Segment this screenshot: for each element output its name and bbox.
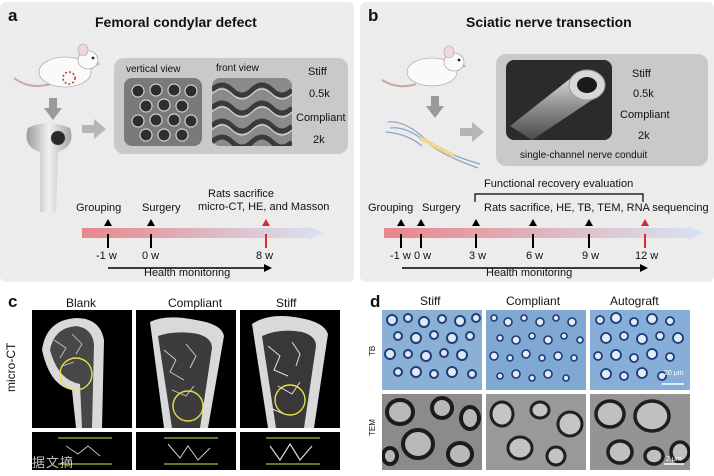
time-label: 9 w: [582, 250, 600, 262]
micro-ct-row-label: micro-CT: [4, 342, 18, 392]
panel-b-title: Sciatic nerve transection: [466, 14, 632, 30]
tb-autograft-image: [590, 310, 690, 390]
sacrifice-label: Rats sacrifice, HE, TB, TEM, RNA sequenc…: [484, 202, 709, 214]
grouping-label: Grouping: [368, 202, 414, 214]
panel-c-label: c: [8, 292, 18, 311]
front-view-image: [212, 78, 292, 146]
tem-autograft-image: [590, 394, 690, 470]
micro-ct-compliant-section: [136, 432, 236, 470]
column-blank: Blank: [66, 296, 97, 310]
compliant-value: 2k: [313, 134, 325, 146]
rat-illustration: [13, 43, 100, 88]
health-arrow: [108, 264, 272, 272]
watermark: 大数据文摘: [4, 455, 75, 470]
event-marker: [262, 219, 270, 226]
time-label: 0 w: [414, 250, 432, 262]
down-arrow-icon: [44, 98, 62, 120]
time-label: -1 w: [390, 250, 411, 262]
grouping-label: Grouping: [76, 202, 122, 214]
time-tick: [532, 234, 534, 248]
conduit-image: [506, 60, 612, 140]
nerve-illustration: [385, 121, 481, 169]
time-label: 6 w: [526, 250, 544, 262]
event-marker: [472, 219, 480, 226]
time-tick: [265, 234, 267, 248]
time-tick: [107, 234, 109, 248]
timeline-bar: [82, 226, 324, 240]
compliant-value: 2k: [638, 130, 650, 142]
health-arrow: [402, 264, 648, 272]
femur-illustration: [26, 123, 72, 212]
tem-row-label: TEM: [368, 419, 377, 436]
event-marker: [585, 219, 593, 226]
stiff-label: Stiff: [308, 66, 327, 78]
tb-scale-bar-label: 20 μm: [664, 370, 684, 377]
column-stiff: Stiff: [276, 296, 297, 310]
time-label: 8 w: [256, 250, 274, 262]
event-marker: [529, 219, 537, 226]
event-marker: [147, 219, 155, 226]
panel-a-label: a: [8, 6, 18, 25]
micro-ct-blank-image: [32, 310, 132, 428]
health-monitoring-label: Health monitoring: [486, 267, 573, 279]
down-arrow-icon: [426, 96, 444, 118]
time-tick: [150, 234, 152, 248]
health-monitoring-label: Health monitoring: [144, 267, 231, 279]
time-label: 0 w: [142, 250, 160, 262]
panel-b-label: b: [368, 6, 379, 25]
micro-ct-compliant-image: [136, 310, 236, 428]
tb-compliant-image: [486, 310, 586, 390]
panel-d-label: d: [370, 292, 381, 311]
column-stiff: Stiff: [420, 294, 441, 308]
panel-b: b Sciatic nerve transection: [360, 2, 714, 282]
time-tick: [475, 234, 477, 248]
stiff-value: 0.5k: [633, 88, 654, 100]
sacrifice-label-1: Rats sacrifice: [208, 188, 275, 200]
micro-ct-stiff-section: [240, 432, 340, 470]
timeline-bar: [384, 226, 704, 240]
stiff-label: Stiff: [632, 68, 651, 80]
panel-a: a Femoral condylar defect vertical v: [0, 2, 354, 282]
event-marker: [104, 219, 112, 226]
time-label: -1 w: [96, 250, 117, 262]
scaffold-image-box: vertical view front view: [114, 58, 348, 154]
column-compliant: Compliant: [506, 294, 561, 308]
functional-bracket: [474, 193, 644, 202]
vertical-view-image: [124, 78, 202, 146]
micro-ct-blank-section: [32, 432, 132, 470]
time-label: 12 w: [635, 250, 659, 262]
surgery-label: Surgery: [142, 202, 181, 214]
functional-label: Functional recovery evaluation: [484, 178, 634, 190]
right-arrow-icon: [82, 119, 106, 139]
rat-illustration: [381, 45, 466, 88]
time-label: 3 w: [469, 250, 487, 262]
column-autograft: Autograft: [610, 294, 659, 308]
time-tick: [400, 234, 402, 248]
tb-row-label: TB: [368, 345, 377, 356]
surgery-label: Surgery: [422, 202, 461, 214]
vertical-view-label: vertical view: [126, 64, 181, 75]
tem-stiff-image: [382, 394, 482, 470]
time-tick: [644, 234, 646, 248]
event-marker: [417, 219, 425, 226]
micro-ct-stiff-image: [240, 310, 340, 428]
stiff-value: 0.5k: [309, 88, 330, 100]
tem-compliant-image: [486, 394, 586, 470]
compliant-label: Compliant: [620, 109, 670, 121]
panel-a-title: Femoral condylar defect: [95, 14, 257, 30]
conduit-label: single-channel nerve conduit: [520, 150, 648, 161]
time-tick: [420, 234, 422, 248]
event-marker: [641, 219, 649, 226]
sacrifice-label-2: micro-CT, HE, and Masson: [198, 201, 330, 213]
tem-scale-bar-label: 2 μm: [666, 456, 682, 463]
front-view-label: front view: [216, 63, 259, 74]
column-compliant: Compliant: [168, 296, 223, 310]
right-arrow-icon: [460, 122, 484, 142]
event-marker: [397, 219, 405, 226]
tb-stiff-image: [382, 310, 482, 390]
compliant-label: Compliant: [296, 112, 346, 124]
conduit-image-box: Stiff 0.5k Compliant 2k single-channel n…: [496, 54, 708, 166]
time-tick: [588, 234, 590, 248]
